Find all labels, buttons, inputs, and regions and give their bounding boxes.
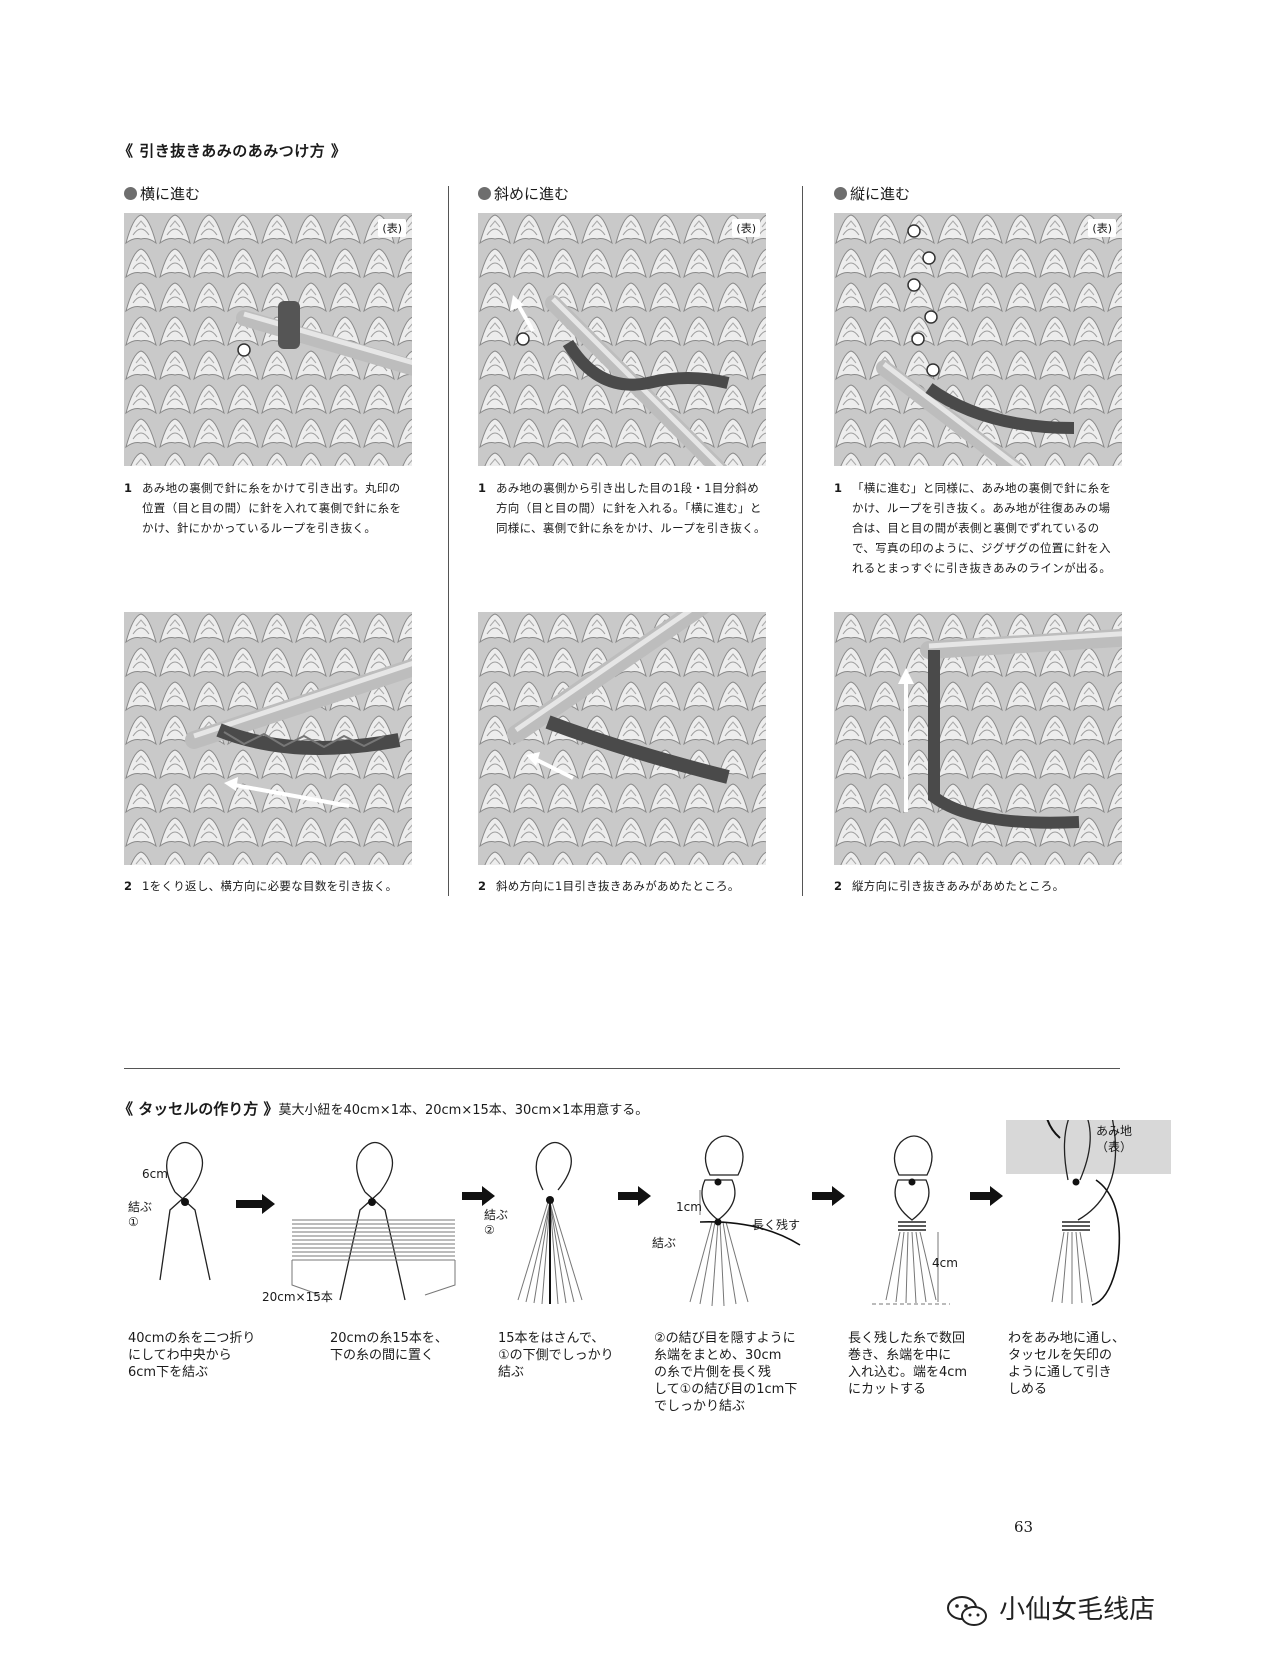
tassel-step-caption: わをあみ地に通し、 タッセルを矢印の ように通して引き しめる — [1008, 1331, 1126, 1397]
column-heading-horizontal: 横に進む — [124, 183, 200, 204]
wechat-icon — [947, 1595, 987, 1626]
column-heading-diagonal: 斜めに進む — [478, 183, 569, 204]
watermark: 小仙女毛线店 — [946, 1587, 1155, 1630]
label-knot-2: 結ぶ ② — [484, 1208, 509, 1237]
photo-horizontal-step2 — [124, 612, 412, 865]
bullet-icon — [478, 187, 491, 200]
column-divider — [802, 186, 803, 896]
label-knot-1: 結ぶ ① — [128, 1200, 153, 1229]
bullet-icon — [834, 187, 847, 200]
photo-diagonal-step2 — [478, 612, 766, 865]
label-one-cm: 1cm — [676, 1200, 702, 1214]
column-heading-vertical: 縦に進む — [834, 183, 910, 204]
tassel-step-caption: 15本をはさんで、 ①の下側でしっかり 結ぶ — [498, 1331, 614, 1380]
tassel-section-title: 《 タッセルの作り方 》莫大小紐を40cm×1本、20cm×15本、30cm×1… — [118, 1100, 649, 1118]
tassel-step-caption: ②の結び目を隠すように 糸端をまとめ、30cm の糸で片側を長く残 して①の結び… — [654, 1331, 798, 1414]
photo-diagonal-step1: (表) — [478, 213, 766, 466]
tassel-step-caption: 40cmの糸を二つ折り にしてわ中央から 6cm下を結ぶ — [128, 1331, 256, 1380]
section-divider — [124, 1068, 1120, 1069]
label-fabric: あみ地 （表） — [1096, 1124, 1133, 1154]
column-divider — [448, 186, 449, 896]
label-leave-long: 長く残す — [752, 1218, 801, 1232]
label-knot-3: 結ぶ — [652, 1236, 677, 1250]
tassel-step-caption: 20cmの糸15本を、 下の糸の間に置く — [330, 1331, 448, 1363]
photo-vertical-step1: (表) — [834, 213, 1122, 466]
page-number: 63 — [1014, 1518, 1034, 1536]
label-four-cm: 4cm — [932, 1256, 958, 1270]
tassel-diagrams — [159, 1120, 1171, 1307]
photo-vertical-step2 — [834, 612, 1122, 865]
tassel-step-caption: 長く残した糸で数回 巻き、糸端を中に 入れ込む。端を4cm にカットする — [848, 1331, 968, 1397]
bullet-icon — [124, 187, 137, 200]
label-twenty-cm: 20cm×15本 — [262, 1290, 333, 1304]
photo-horizontal-step1: (表) — [124, 213, 412, 466]
section-title-slip-stitch: 《 引き抜きあみのあみつけ方 》 — [118, 142, 347, 160]
label-six-cm: 6cm — [142, 1167, 168, 1181]
